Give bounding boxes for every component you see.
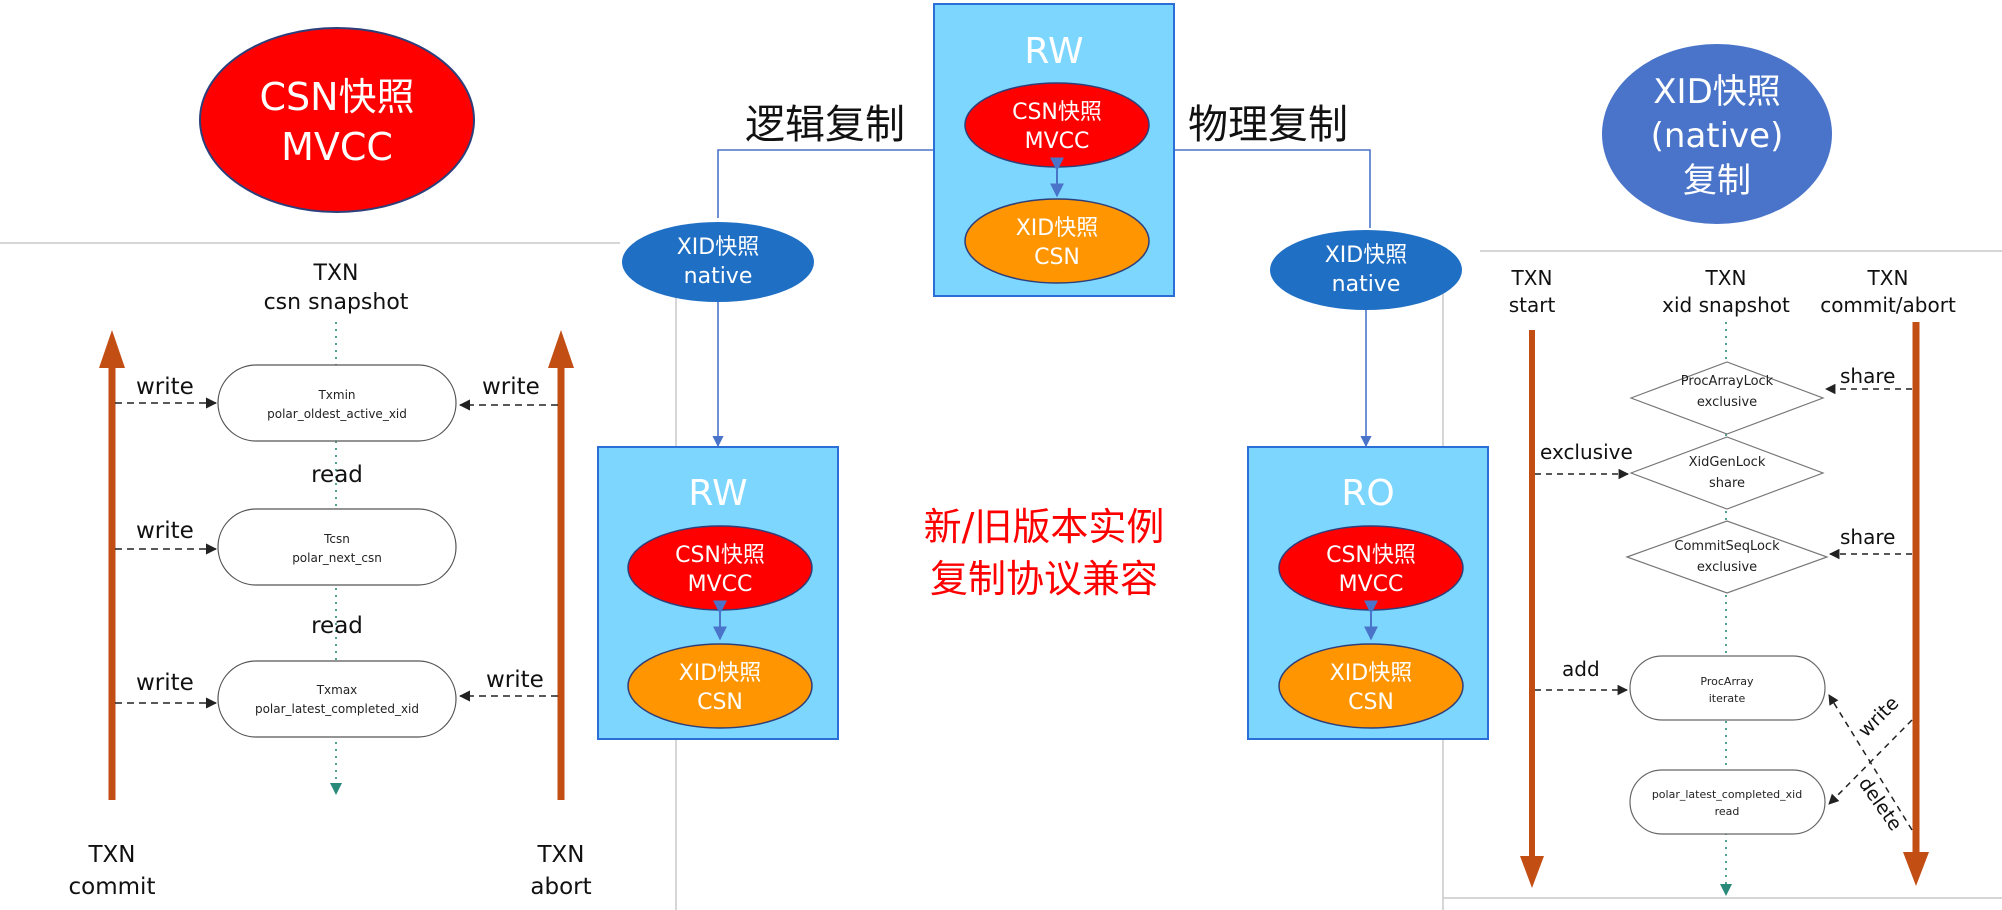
svg-text:XID快照: XID快照 [677, 235, 760, 260]
logical-replication-label: 逻辑复制 [745, 102, 905, 148]
svg-text:xid snapshot: xid snapshot [1662, 293, 1790, 317]
svg-text:native: native [1332, 272, 1401, 297]
svg-text:exclusive: exclusive [1697, 395, 1757, 410]
replication-connectors [712, 149, 1372, 448]
svg-text:read: read [311, 613, 363, 639]
svg-text:ProcArrayLock: ProcArrayLock [1681, 374, 1774, 389]
svg-text:share: share [1709, 476, 1745, 491]
compatibility-note: 新/旧版本实例 复制协议兼容 [924, 505, 1165, 601]
svg-text:RW: RW [1024, 31, 1083, 72]
svg-text:native: native [684, 264, 753, 289]
top-rw-instance-box: RW CSN快照 MVCC XID快照 CSN [933, 3, 1175, 297]
svg-text:TXN: TXN [1867, 266, 1909, 290]
svg-text:delete: delete [1854, 773, 1906, 835]
svg-text:iterate: iterate [1709, 692, 1746, 705]
svg-text:CSN快照: CSN快照 [675, 543, 765, 568]
svg-text:新/旧版本实例: 新/旧版本实例 [924, 505, 1165, 549]
svg-text:XID快照: XID快照 [1325, 243, 1408, 268]
svg-text:Txmax: Txmax [316, 683, 358, 697]
svg-text:exclusive: exclusive [1540, 440, 1633, 464]
svg-text:commit: commit [69, 874, 156, 900]
svg-text:write: write [136, 670, 194, 696]
svg-text:ProcArray: ProcArray [1700, 675, 1754, 688]
svg-text:CSN快照: CSN快照 [1326, 543, 1416, 568]
svg-text:write: write [1854, 692, 1903, 741]
svg-text:CSN: CSN [1348, 690, 1394, 715]
svg-text:polar_latest_completed_xid: polar_latest_completed_xid [1652, 788, 1802, 801]
svg-text:XID快照: XID快照 [679, 661, 762, 686]
svg-text:write: write [136, 374, 194, 400]
svg-text:CSN快照: CSN快照 [259, 75, 414, 119]
xid-snapshot-panel: TXN start TXN xid snapshot TXN commit/ab… [1509, 266, 1956, 896]
svg-text:CSN: CSN [697, 690, 743, 715]
left-rw-instance-box: RW CSN快照 MVCC XID快照 CSN [597, 446, 839, 740]
right-ro-instance-box: RO CSN快照 MVCC XID快照 CSN [1247, 446, 1489, 740]
svg-text:share: share [1840, 364, 1895, 388]
svg-text:XID快照: XID快照 [1016, 216, 1099, 241]
csn-mvcc-ellipse: CSN快照 MVCC [199, 27, 475, 213]
svg-text:write: write [482, 374, 540, 400]
svg-text:CSN快照: CSN快照 [1012, 100, 1102, 125]
xid-native-replication-ellipse: XID快照 (native) 复制 [1602, 44, 1832, 224]
physical-replication-label: 物理复制 [1188, 102, 1348, 148]
svg-text:write: write [136, 518, 194, 544]
svg-text:Tcsn: Tcsn [323, 532, 350, 546]
svg-text:commit/abort: commit/abort [1820, 293, 1956, 317]
svg-text:csn snapshot: csn snapshot [264, 290, 409, 315]
svg-text:TXN: TXN [1705, 266, 1747, 290]
xid-native-node-right: XID快照 native [1270, 230, 1462, 310]
svg-text:MVCC: MVCC [688, 572, 753, 597]
svg-text:read: read [1715, 805, 1740, 818]
svg-text:read: read [311, 462, 363, 488]
svg-text:MVCC: MVCC [281, 125, 393, 169]
svg-text:abort: abort [530, 874, 591, 900]
svg-text:复制: 复制 [1683, 161, 1751, 201]
svg-text:share: share [1840, 525, 1895, 549]
svg-text:CommitSeqLock: CommitSeqLock [1674, 539, 1780, 554]
svg-text:XidGenLock: XidGenLock [1689, 455, 1766, 470]
svg-text:write: write [486, 667, 544, 693]
xid-native-node-left: XID快照 native [622, 222, 814, 302]
svg-text:(native): (native) [1651, 116, 1784, 156]
svg-text:exclusive: exclusive [1697, 560, 1757, 575]
svg-text:MVCC: MVCC [1025, 129, 1090, 154]
svg-text:XID快照: XID快照 [1330, 661, 1413, 686]
svg-text:TXN: TXN [536, 842, 584, 868]
svg-text:polar_next_csn: polar_next_csn [292, 551, 382, 565]
svg-text:RW: RW [688, 473, 747, 514]
svg-text:RO: RO [1341, 473, 1394, 514]
svg-text:polar_oldest_active_xid: polar_oldest_active_xid [267, 407, 407, 421]
svg-text:TXN: TXN [87, 842, 135, 868]
csn-snapshot-panel: TXN csn snapshot Txmin polar_oldest_acti… [69, 261, 592, 900]
svg-text:MVCC: MVCC [1339, 572, 1404, 597]
svg-text:polar_latest_completed_xid: polar_latest_completed_xid [255, 702, 419, 716]
svg-text:XID快照: XID快照 [1653, 72, 1781, 112]
svg-text:复制协议兼容: 复制协议兼容 [930, 557, 1158, 601]
svg-text:TXN: TXN [1511, 266, 1553, 290]
svg-text:CSN: CSN [1034, 245, 1080, 270]
svg-text:TXN: TXN [313, 261, 359, 286]
svg-text:start: start [1509, 293, 1556, 317]
svg-text:Txmin: Txmin [317, 388, 355, 402]
svg-text:add: add [1562, 657, 1600, 681]
